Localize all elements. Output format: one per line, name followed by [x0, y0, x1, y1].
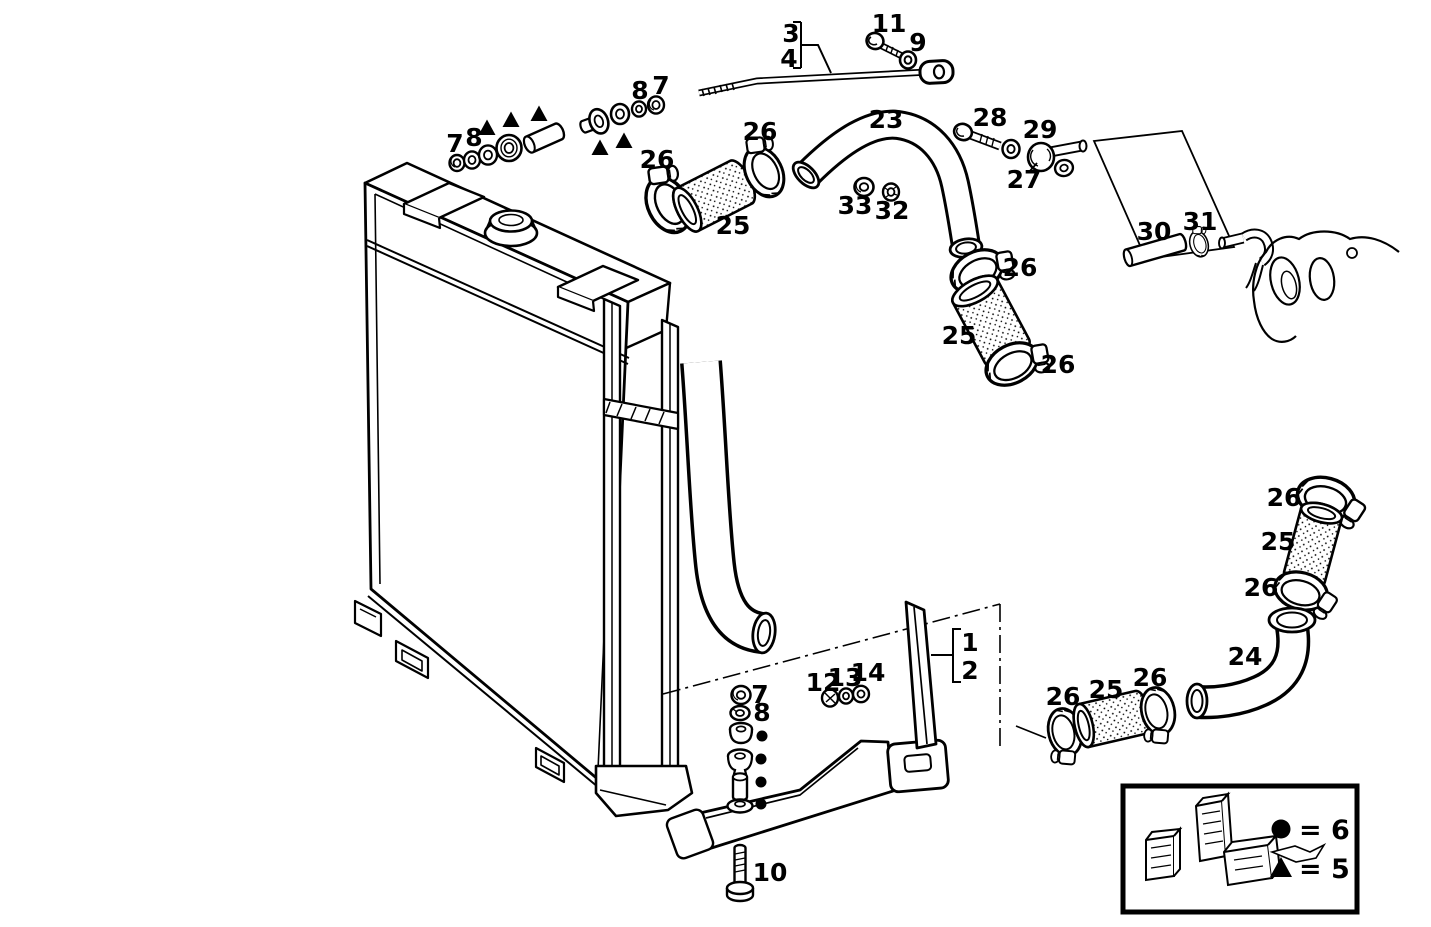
- mount-hardware-top-left: [448, 122, 566, 173]
- radiator-top-bracket-right: [556, 264, 640, 313]
- part-number-label: 7: [446, 129, 463, 158]
- stay-rod-eyelet: [918, 59, 955, 85]
- callout-box: [1092, 130, 1236, 260]
- part-number-label: 26: [1041, 350, 1076, 379]
- part-number-label: 3: [782, 19, 799, 48]
- nut-33: [853, 176, 875, 198]
- part-number-label: 2: [961, 656, 978, 685]
- part-number-label: 26: [640, 145, 675, 174]
- bracket-group-leader: [931, 628, 961, 683]
- bolt-28: [952, 122, 1002, 151]
- part-number-label: 14: [851, 658, 886, 687]
- lower-pipe: [1185, 606, 1317, 720]
- stay-washer: [898, 50, 918, 70]
- engine-fitting: [1218, 228, 1275, 292]
- bracket-arm-foot: [665, 808, 715, 860]
- part-number-label: 9: [909, 28, 926, 57]
- breather-hose: [1122, 232, 1188, 268]
- part-number-label: 27: [1007, 165, 1042, 194]
- part-number-label: 4: [780, 44, 797, 73]
- part-number-label: 7: [652, 71, 669, 100]
- part-number-label: 1: [961, 628, 978, 657]
- part-number-label: 13: [828, 663, 863, 692]
- part-number-label: 10: [753, 858, 788, 887]
- legend-triangle-value: = 5: [1299, 854, 1350, 885]
- washer-32: [881, 182, 901, 202]
- radiator-filler-cap: [483, 209, 539, 248]
- part-number-label: 26: [1133, 663, 1168, 692]
- phantom-line: [662, 603, 1001, 746]
- washer-29: [1001, 138, 1021, 160]
- part-number-label: 7: [751, 680, 768, 709]
- stay-bolt: [865, 31, 904, 60]
- legend-box: = 6 = 5: [1120, 783, 1360, 915]
- grommet-upper: [728, 721, 754, 745]
- triangle-markers: [478, 105, 633, 155]
- part-number-label: 8: [631, 76, 648, 105]
- legend-triangle-symbol: [1270, 857, 1292, 877]
- stay-rod: [698, 59, 955, 97]
- mount-bolt-10: [725, 843, 755, 903]
- engine-sketch: [1252, 230, 1400, 343]
- radiator-foot-tab-a: [394, 639, 430, 680]
- mount-hardware-lower: [726, 684, 754, 814]
- spacer-sleeve: [731, 772, 749, 802]
- part-number-label: 28: [973, 103, 1008, 132]
- plug-27: [1026, 139, 1088, 178]
- part-number-label: 32: [875, 196, 910, 225]
- radiator-foot-right: [594, 764, 694, 818]
- part-number-label: 11: [872, 9, 907, 38]
- bracket-fasteners: [820, 684, 871, 708]
- mount-spacer-top-left: [522, 122, 566, 154]
- part-number-label: 26: [1267, 483, 1302, 512]
- radiator-foot-tab-b: [534, 746, 566, 784]
- part-number-label: 12: [806, 668, 841, 697]
- part-number-label: 31: [1183, 207, 1218, 236]
- radiator-side-channel: [602, 297, 680, 772]
- part-number-label: 25: [1261, 527, 1296, 556]
- radiator-outlet-pipe: [680, 360, 777, 655]
- radiator-top-bracket-left: [402, 181, 486, 230]
- legend-dot-value: = 6: [1299, 815, 1350, 846]
- part-number-label: 29: [1023, 115, 1058, 144]
- part-number-label: 33: [838, 191, 873, 220]
- part-number-label: 26: [1244, 573, 1279, 602]
- dot-markers: [755, 730, 768, 810]
- part-number-label: 8: [465, 123, 482, 152]
- part-number-label: 26: [1046, 682, 1081, 711]
- part-number-label: 8: [753, 698, 770, 727]
- part-number-label: 24: [1228, 642, 1263, 671]
- washer-plate: [726, 798, 754, 814]
- radiator-foot-left: [353, 599, 383, 638]
- legend-packages: [1145, 791, 1327, 887]
- part-number-label: 25: [1089, 675, 1124, 704]
- part-number-label: 26: [1003, 253, 1038, 282]
- mount-bracket-assembly: [665, 600, 950, 860]
- axis-line: [1015, 725, 1047, 739]
- mount-hardware-top-mid: [579, 95, 666, 135]
- part-number-label: 25: [942, 321, 977, 350]
- part-number-label: 25: [716, 211, 751, 240]
- part-number-label: 26: [743, 117, 778, 146]
- stay-rod-bracket-leader: [793, 21, 832, 74]
- upper-hose: [671, 159, 757, 233]
- part-number-label: 23: [869, 105, 904, 134]
- legend-dot-symbol: [1271, 819, 1291, 839]
- radiator: [353, 161, 777, 818]
- part-number-label: 30: [1137, 217, 1172, 246]
- upper-pipe: [791, 109, 984, 259]
